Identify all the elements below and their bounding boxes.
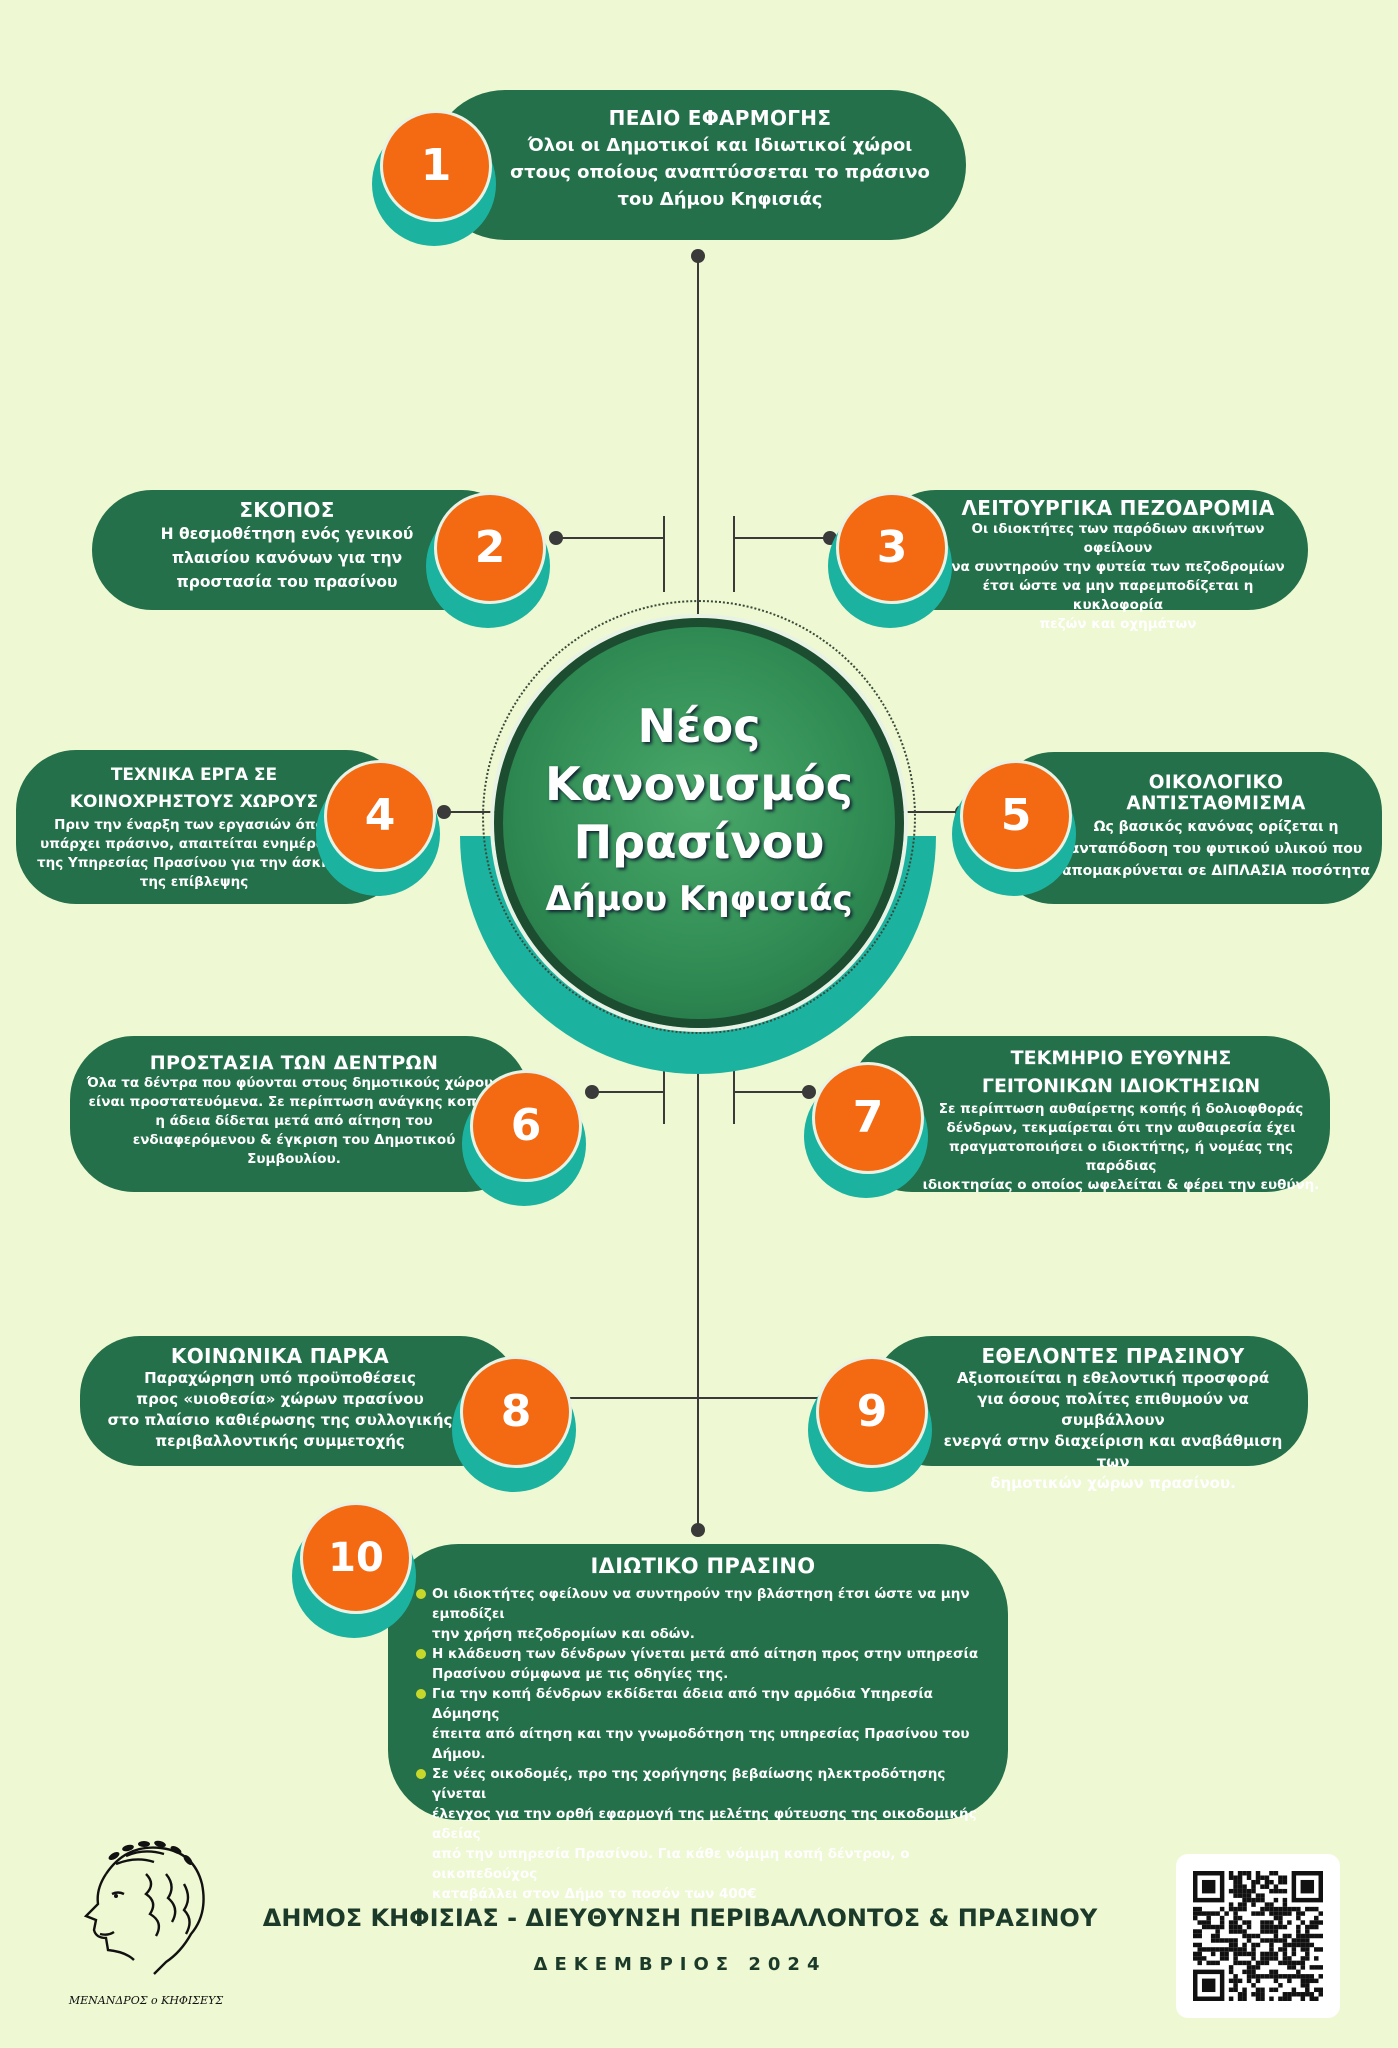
badge-2-number: 2: [434, 492, 546, 604]
qr-code[interactable]: [1176, 1854, 1340, 2018]
card-4-line: της Υπηρεσίας Πρασίνου για την άσκηση: [37, 855, 351, 871]
badge-1-number: 1: [380, 110, 492, 222]
logo-menander: ΜΕΝΑΝΔΡΟΣ ο ΚΗΦΙΣΕΥΣ: [66, 1834, 226, 2014]
card-9-line: ενεργά στην διαχείριση και αναβάθμιση τω…: [943, 1432, 1283, 1471]
card-6-title: ΠΡΟΣΤΑΣΙΑ ΤΩΝ ΔΕΝΤΡΩΝ: [149, 1052, 439, 1074]
card-6: ΠΡΟΣΤΑΣΙΑ ΤΩΝ ΔΕΝΤΡΩΝ Όλα τα δέντρα που …: [70, 1036, 530, 1192]
card-3-line: έτσι ώστε να μην παρεμποδίζεται η κυκλοφ…: [982, 578, 1254, 613]
card-6-line: ενδιαφερόμενου & έγκριση του Δημοτικού: [132, 1132, 456, 1148]
card-7-line: πραγματοποιήσει ο ιδιοκτήτης, ή νομέας τ…: [948, 1139, 1294, 1174]
card-2-line: πλαισίου κανόνων για την: [171, 549, 403, 567]
badge-8: 8: [452, 1356, 580, 1492]
card-4-title: ΚΟΙΝΟΧΡΗΣΤΟΥΣ ΧΩΡΟΥΣ: [69, 792, 319, 812]
badge-5: 5: [952, 760, 1080, 896]
card-9-line: δημοτικών χώρων πρασίνου.: [990, 1474, 1236, 1492]
card-2-line: Η θεσμοθέτηση ενός γενικού: [160, 525, 414, 543]
card-9-title: ΕΘΕΛΟΝΤΕΣ ΠΡΑΣΙΝΟΥ: [981, 1344, 1245, 1368]
card-3-line: πεζών και οχημάτων: [1039, 616, 1197, 632]
list-item: Οι ιδιοκτήτες οφείλουν να συντηρούν την …: [416, 1584, 990, 1644]
badge-10-number: 10: [300, 1502, 412, 1614]
center-dotted-ring: [482, 600, 916, 1034]
center-title-2: Κανονισμός: [545, 757, 853, 811]
list-item: Η κλάδευση των δένδρων γίνεται μετά από …: [416, 1644, 990, 1684]
card-7-line: Σε περίπτωση αυθαίρετης κοπής ή δολιοφθο…: [938, 1101, 1304, 1117]
logo-caption: ΜΕΝΑΝΔΡΟΣ ο ΚΗΦΙΣΕΥΣ: [68, 1994, 224, 2007]
connector-dot: [549, 531, 563, 545]
card-4-title: ΤΕΧΝΙΚΑ ΕΡΓΑ ΣΕ: [110, 765, 278, 785]
card-7-title: ΓΕΙΤΟΝΙΚΩΝ ΙΔΙΟΚΤΗΣΙΩΝ: [981, 1075, 1261, 1097]
card-10-bullets: Οι ιδιοκτήτες οφείλουν να συντηρούν την …: [416, 1584, 990, 1904]
card-7-line: δένδρων, τεκμαίρεται ότι την αυθαιρεσία …: [946, 1120, 1296, 1136]
card-3-line: να συντηρούν την φυτεία των πεζοδρομίων: [951, 559, 1285, 575]
menander-head-icon: [83, 1840, 205, 1975]
card-1-line: Όλοι οι Δημοτικοί και Ιδιωτικοί χώροι: [527, 135, 913, 156]
list-item: Σε νέες οικοδομές, προ της χορήγησης βεβ…: [416, 1764, 990, 1904]
card-7-title: ΤΕΚΜΗΡΙΟ ΕΥΘΥΝΗΣ: [1010, 1047, 1232, 1069]
connector-dot: [691, 1523, 705, 1537]
card-7-line: ιδιοκτησίας ο οποίος ωφελείται & φέρει τ…: [922, 1177, 1320, 1193]
badge-6: 6: [462, 1070, 590, 1206]
card-5-line: ανταπόδοση του φυτικού υλικού που: [1069, 841, 1363, 857]
center-title-1: Νέος: [637, 699, 761, 753]
card-8-line: προς «υιοθεσία» χώρων πρασίνου: [136, 1390, 424, 1408]
card-9-line: Αξιοποιείται η εθελοντική προσφορά: [956, 1369, 1270, 1387]
badge-8-number: 8: [460, 1356, 572, 1468]
connector-dot: [585, 1085, 599, 1099]
qr-code-icon: [1193, 1871, 1323, 2001]
badge-3: 3: [828, 492, 956, 628]
footer-org: ΔΗΜΟΣ ΚΗΦΙΣΙΑΣ - ΔΙΕΥΘΥΝΣΗ ΠΕΡΙΒΑΛΛΟΝΤΟΣ…: [262, 1904, 1098, 1932]
list-item: Για την κοπή δένδρων εκδίδεται άδεια από…: [416, 1684, 990, 1764]
badge-4: 4: [316, 760, 444, 896]
card-3-title: ΛΕΙΤΟΥΡΓΙΚΑ ΠΕΖΟΔΡΟΜΙΑ: [961, 496, 1275, 520]
card-8-line: περιβαλλοντικής συμμετοχής: [155, 1432, 405, 1450]
connector-dot: [437, 805, 451, 819]
badge-4-number: 4: [324, 760, 436, 872]
card-5-line: Ως βασικός κανόνας ορίζεται η: [1093, 819, 1339, 835]
badge-9-number: 9: [816, 1356, 928, 1468]
connector-dot: [691, 249, 705, 263]
card-3-line: Οι ιδιοκτήτες των παρόδιων ακινήτων οφεί…: [971, 521, 1265, 556]
card-1-line: στους οποίους αναπτύσσεται το πράσινο: [510, 162, 930, 183]
card-9: ΕΘΕΛΟΝΤΕΣ ΠΡΑΣΙΝΟΥ Αξιοποιείται η εθελον…: [872, 1336, 1308, 1492]
connector-dot: [802, 1085, 816, 1099]
card-6-line: Όλα τα δέντρα που φύονται στους δημοτικο…: [86, 1075, 502, 1091]
badge-7: 7: [804, 1062, 932, 1198]
badge-2: 2: [426, 492, 554, 628]
center-title-3: Πρασίνου: [573, 815, 825, 869]
card-7: ΤΕΚΜΗΡΙΟ ΕΥΘΥΝΗΣ ΓΕΙΤΟΝΙΚΩΝ ΙΔΙΟΚΤΗΣΙΩΝ …: [848, 1036, 1330, 1193]
card-4-line: Πριν την έναρξη των εργασιών όπου: [54, 817, 334, 833]
card-10: ΙΔΙΩΤΙΚΟ ΠΡΑΣΙΝΟ Οι ιδιοκτήτες οφείλουν …: [388, 1544, 1008, 1902]
card-4-line: υπάρχει πράσινο, απαιτείται ενημέρωση: [40, 836, 348, 852]
badge-7-number: 7: [812, 1062, 924, 1174]
badge-3-number: 3: [836, 492, 948, 604]
footer-date: ΔΕΚΕΜΒΡΙΟΣ 2024: [533, 1954, 827, 1975]
badge-1: 1: [372, 110, 500, 246]
card-9-line: για όσους πολίτες επιθυμούν να συμβάλλου…: [977, 1390, 1249, 1429]
card-5-line: απομακρύνεται σε ΔΙΠΛΑΣΙΑ ποσότητα: [1061, 863, 1370, 879]
card-8: ΚΟΙΝΩΝΙΚΑ ΠΑΡΚΑ Παραχώρηση υπό προϋποθέσ…: [80, 1336, 520, 1466]
card-6-line: είναι προστατευόμενα. Σε περίπτωση ανάγκ…: [88, 1094, 500, 1110]
badge-6-number: 6: [470, 1070, 582, 1182]
card-2-title: ΣΚΟΠΟΣ: [239, 498, 335, 522]
center-title-4: Δήμου Κηφισιάς: [545, 879, 853, 919]
card-1: ΠΕΔΙΟ ΕΦΑΡΜΟΓΗΣ Όλοι οι Δημοτικοί και Ιδ…: [430, 90, 966, 240]
card-2-line: προστασία του πρασίνου: [176, 573, 398, 591]
badge-9: 9: [808, 1356, 936, 1492]
card-5-title: ΟΙΚΟΛΟΓΙΚΟ ΑΝΤΙΣΤΑΘΜΙΣΜΑ: [1126, 772, 1306, 814]
center-circle: Νέος Κανονισμός Πρασίνου Δήμου Κηφισιάς: [494, 618, 904, 1028]
badge-5-number: 5: [960, 760, 1072, 872]
card-1-title: ΠΕΔΙΟ ΕΦΑΡΜΟΓΗΣ: [608, 106, 832, 130]
card-8-line: Παραχώρηση υπό προϋποθέσεις: [144, 1369, 416, 1387]
card-1-line: του Δήμου Κηφισιάς: [617, 189, 823, 210]
card-6-line: Συμβουλίου.: [247, 1151, 341, 1167]
card-6-line: η άδεια δίδεται μετά από αίτηση του: [155, 1113, 433, 1129]
card-4-line: της επίβλεψης: [139, 874, 249, 890]
card-8-line: στο πλαίσιο καθιέρωσης της συλλογικής: [107, 1411, 453, 1429]
card-8-title: ΚΟΙΝΩΝΙΚΑ ΠΑΡΚΑ: [170, 1344, 390, 1368]
badge-10: 10: [292, 1502, 420, 1638]
card-10-title: ΙΔΙΩΤΙΚΟ ΠΡΑΣΙΝΟ: [590, 1554, 816, 1578]
